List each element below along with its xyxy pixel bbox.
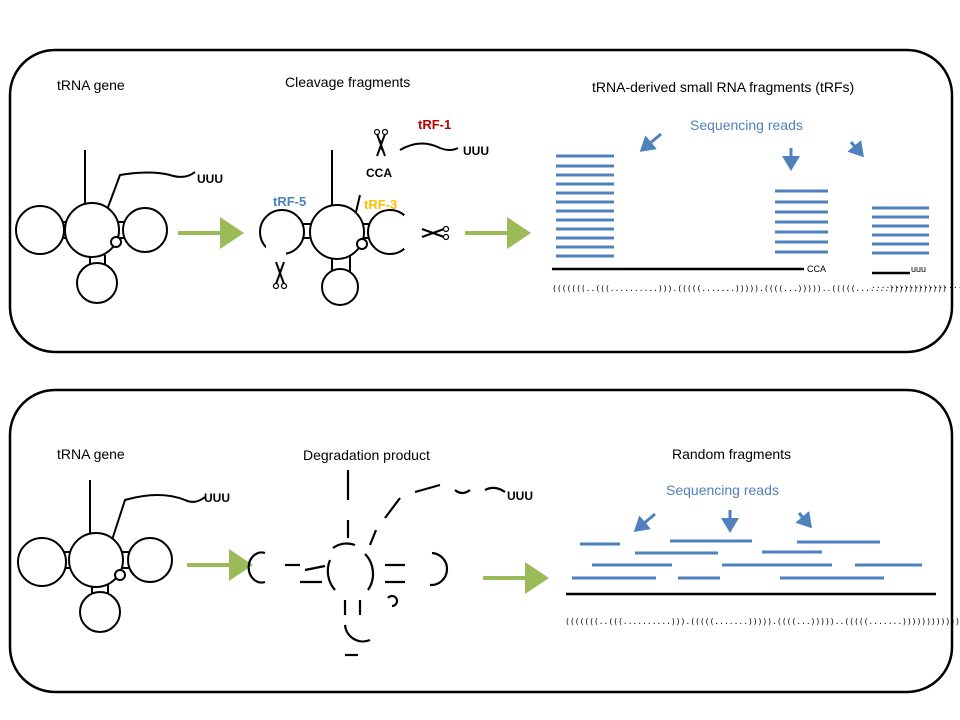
degradation-uuu: UUU — [507, 489, 533, 503]
cleaved-trna — [259, 139, 459, 306]
trfs-title: tRNA-derived small RNA fragments (tRFs) — [592, 79, 854, 95]
scissors-icon — [421, 225, 450, 241]
trf5-label: tRF-5 — [273, 194, 306, 209]
bottom-sequencing-reads: Sequencing reads — [666, 482, 779, 498]
top-trna-gene-label: tRNA gene — [57, 77, 125, 93]
trf3-label: tRF-3 — [364, 197, 397, 212]
scissors-icon — [272, 261, 288, 290]
bottom-read-arrow-left — [633, 512, 656, 532]
bottom-gene-uuu: UUU — [204, 491, 230, 505]
top-sequencing-reads: Sequencing reads — [690, 117, 803, 133]
top-panel-frame — [8, 48, 954, 354]
top-trna-cloverleaf — [15, 150, 196, 304]
trf1-label: tRF-1 — [418, 117, 451, 132]
degraded-trna — [247, 470, 506, 657]
cca-label: CCA — [366, 166, 392, 180]
bottom-trna-gene-label: tRNA gene — [57, 446, 125, 462]
bottom-dot-bracket: (((((((..(((..........))).(((((.......))… — [565, 617, 960, 626]
top-ref-uuu: uuu — [911, 264, 926, 274]
top-ref-cca: CCA — [807, 264, 826, 274]
trf1-uuu: UUU — [463, 144, 489, 158]
top-read-arrow-right — [847, 140, 864, 158]
bottom-panel-frame — [8, 388, 954, 694]
cleavage-label: Cleavage fragments — [285, 74, 410, 90]
bottom-trna-cloverleaf — [17, 480, 206, 633]
random-fragment-reads — [572, 539, 922, 580]
top-read-stacks — [556, 154, 929, 258]
top-dot-bracket: (((((((..(((..........))).(((((.......))… — [552, 284, 947, 293]
degradation-label: Degradation product — [303, 447, 430, 463]
bottom-read-arrow-right — [795, 511, 812, 529]
random-fragments-label: Random fragments — [672, 446, 791, 462]
scissors-icon — [373, 128, 389, 157]
top-read-arrow-left — [639, 132, 662, 152]
top-gene-uuu: UUU — [197, 172, 223, 186]
top-dot-tail: ..................... — [871, 281, 960, 290]
